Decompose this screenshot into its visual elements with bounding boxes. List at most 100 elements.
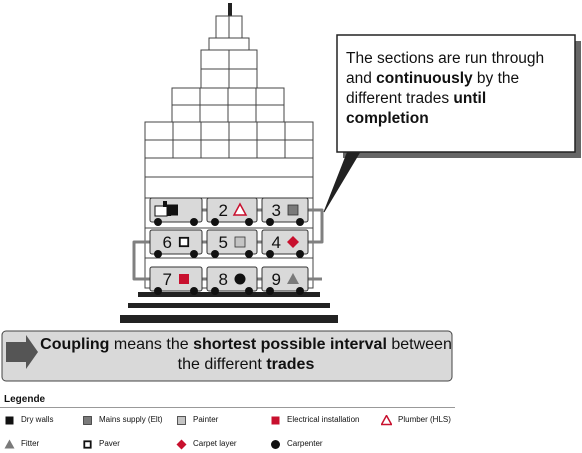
section-number: 5 (219, 233, 228, 252)
tower-tier-2 (208, 37, 250, 51)
wheel-icon (154, 287, 162, 295)
tower-platform (120, 292, 338, 323)
section-number: 2 (219, 201, 228, 220)
legend-swatch (4, 439, 15, 448)
legend-item-mains-supply: Mains supply (Elt) (82, 414, 163, 426)
section-boxes: 12 3 4 5 6 7 8 9 (149, 197, 309, 295)
section-box-2: 2 (206, 197, 258, 226)
legend-label: Dry walls (21, 415, 54, 424)
legend-item-carpet-layer: Carpet layer (176, 438, 237, 450)
machine-icon (154, 205, 168, 217)
wheel-icon (266, 250, 274, 258)
banner-text-segment: trades (266, 356, 315, 373)
legend-item-dry-walls: Dry walls (4, 414, 53, 426)
legend-swatch (83, 415, 92, 425)
plumber-icon (232, 202, 248, 216)
section-box-6: 6 (149, 229, 203, 258)
legend-swatch (176, 439, 187, 449)
banner-text-segment: Coupling (40, 336, 110, 353)
carpenter-icon (271, 439, 280, 449)
section-box-8: 8 (206, 266, 258, 295)
section-box-frame (206, 266, 258, 292)
legend-item-electrical: Electrical installation (270, 414, 359, 426)
wheel-icon (211, 218, 219, 226)
wheel-icon (245, 287, 253, 295)
section-box-frame (261, 266, 309, 292)
wheel-icon (154, 218, 162, 226)
legend-swatch (83, 439, 92, 449)
plumber-icon (381, 414, 392, 425)
section-number: 6 (163, 233, 172, 252)
legend-swatch (381, 414, 392, 425)
legend-label: Electrical installation (287, 415, 360, 424)
dry-walls-icon (167, 204, 178, 216)
legend-label: Mains supply (Elt) (99, 415, 163, 424)
section-box-frame (206, 229, 258, 255)
wheel-icon (266, 287, 274, 295)
fitter-icon (287, 273, 299, 284)
section-box-frame (261, 229, 309, 255)
carpenter-icon (234, 273, 246, 285)
trade-flow-path (132, 208, 324, 281)
legend-swatch (271, 439, 280, 449)
legend-divider (0, 407, 455, 408)
callout-box (323, 34, 581, 213)
legend-label: Fitter (21, 439, 40, 448)
legend-item-carpenter: Carpenter (270, 438, 323, 450)
wheel-icon (296, 250, 304, 258)
legend-label: Painter (193, 415, 219, 424)
section-number: 4 (272, 233, 281, 252)
coupling-banner (1, 330, 453, 382)
wheel-icon (190, 287, 198, 295)
section-box-frame (206, 197, 258, 223)
legend-label: Paver (99, 439, 120, 448)
carpet-layer-icon (176, 439, 187, 449)
banner-text: Coupling means the shortest possible int… (40, 331, 452, 381)
wheel-icon (211, 250, 219, 258)
section-number: 9 (272, 270, 281, 289)
section-box-frame (149, 229, 203, 255)
electrical-icon (179, 274, 189, 284)
tower-grid-lines (145, 16, 313, 259)
section-box-1: 1 (149, 197, 203, 226)
callout-text-segment: continuously (376, 70, 473, 87)
section-box-3: 3 (261, 197, 309, 226)
callout-text: The sections are run through and continu… (337, 35, 575, 152)
section-box-frame (149, 266, 203, 292)
callout-text-segment: until completion (346, 90, 487, 127)
legend-label: Carpenter (287, 439, 323, 448)
paver-icon (83, 439, 92, 449)
section-box-5: 5 (206, 229, 258, 258)
wheel-icon (245, 250, 253, 258)
dry-walls-icon (5, 416, 14, 424)
legend-swatch (271, 416, 280, 424)
section-number: 8 (219, 270, 228, 289)
section-number: 7 (163, 270, 172, 289)
section-box-9: 9 (261, 266, 309, 295)
callout-text-segment: The sections are run through and (346, 50, 545, 87)
arrow-right-icon (6, 335, 38, 369)
section-box-frame (261, 197, 309, 223)
wheel-icon (154, 250, 162, 258)
wheel-icon (296, 287, 304, 295)
banner-text-segment: shortest possible interval (193, 336, 387, 353)
banner-text-segment: between the different (177, 336, 452, 373)
pipe-segment (132, 208, 324, 281)
mains-supply-icon (83, 415, 92, 425)
legend-item-plumber: Plumber (HLS) (381, 414, 451, 426)
section-box-4: 4 (261, 229, 309, 258)
fitter-icon (4, 439, 15, 448)
electrical-icon (271, 416, 280, 424)
section-box-7: 7 (149, 266, 203, 295)
legend-title: Legende (4, 394, 46, 405)
wheel-icon (245, 218, 253, 226)
legend-item-fitter: Fitter (4, 438, 39, 450)
wheel-icon (296, 218, 304, 226)
carpet-layer-icon (287, 236, 299, 248)
painter-icon (177, 415, 186, 425)
wheel-icon (190, 250, 198, 258)
legend-swatch (5, 416, 14, 424)
callout-text-segment: by the different trades (346, 70, 520, 107)
legend-item-paver: Paver (82, 438, 120, 450)
